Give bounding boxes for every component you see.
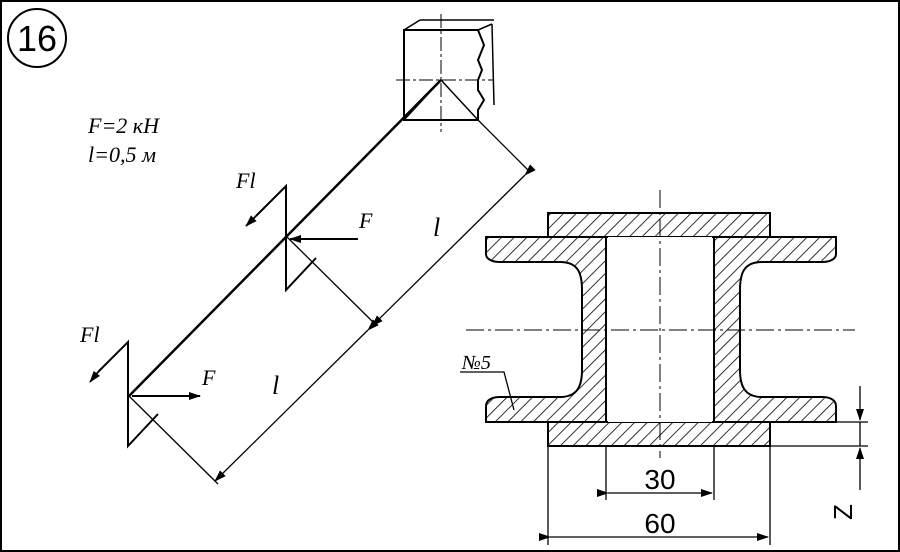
dimension-line-lower — [214, 319, 379, 482]
length-label-upper: l — [433, 213, 440, 242]
moment-symbol-upper — [245, 183, 317, 293]
force-label-upper: F — [358, 208, 373, 233]
dimension-60: 60 — [644, 508, 675, 539]
dimension-30: 30 — [644, 464, 675, 495]
moment-label-lower: Fl — [79, 322, 100, 347]
problem-number-badge: 16 — [7, 8, 67, 68]
beam-diagram — [89, 14, 536, 485]
top-plate — [547, 212, 771, 238]
moment-label-upper: Fl — [235, 168, 256, 193]
force-label-lower: F — [201, 365, 216, 390]
profile-leader — [460, 371, 515, 411]
profile-label: №5 — [461, 352, 491, 374]
dimension-line-upper — [371, 164, 536, 327]
moment-symbol-lower — [89, 339, 159, 449]
fixed-support — [396, 14, 495, 132]
length-label-lower: l — [272, 371, 279, 400]
given-length: l=0,5 м — [88, 142, 156, 167]
bottom-plate — [547, 421, 771, 447]
dimension-z: Z — [828, 504, 858, 520]
cross-section — [460, 190, 868, 545]
problem-number: 16 — [17, 18, 57, 59]
given-force: F=2 кН — [87, 113, 160, 138]
